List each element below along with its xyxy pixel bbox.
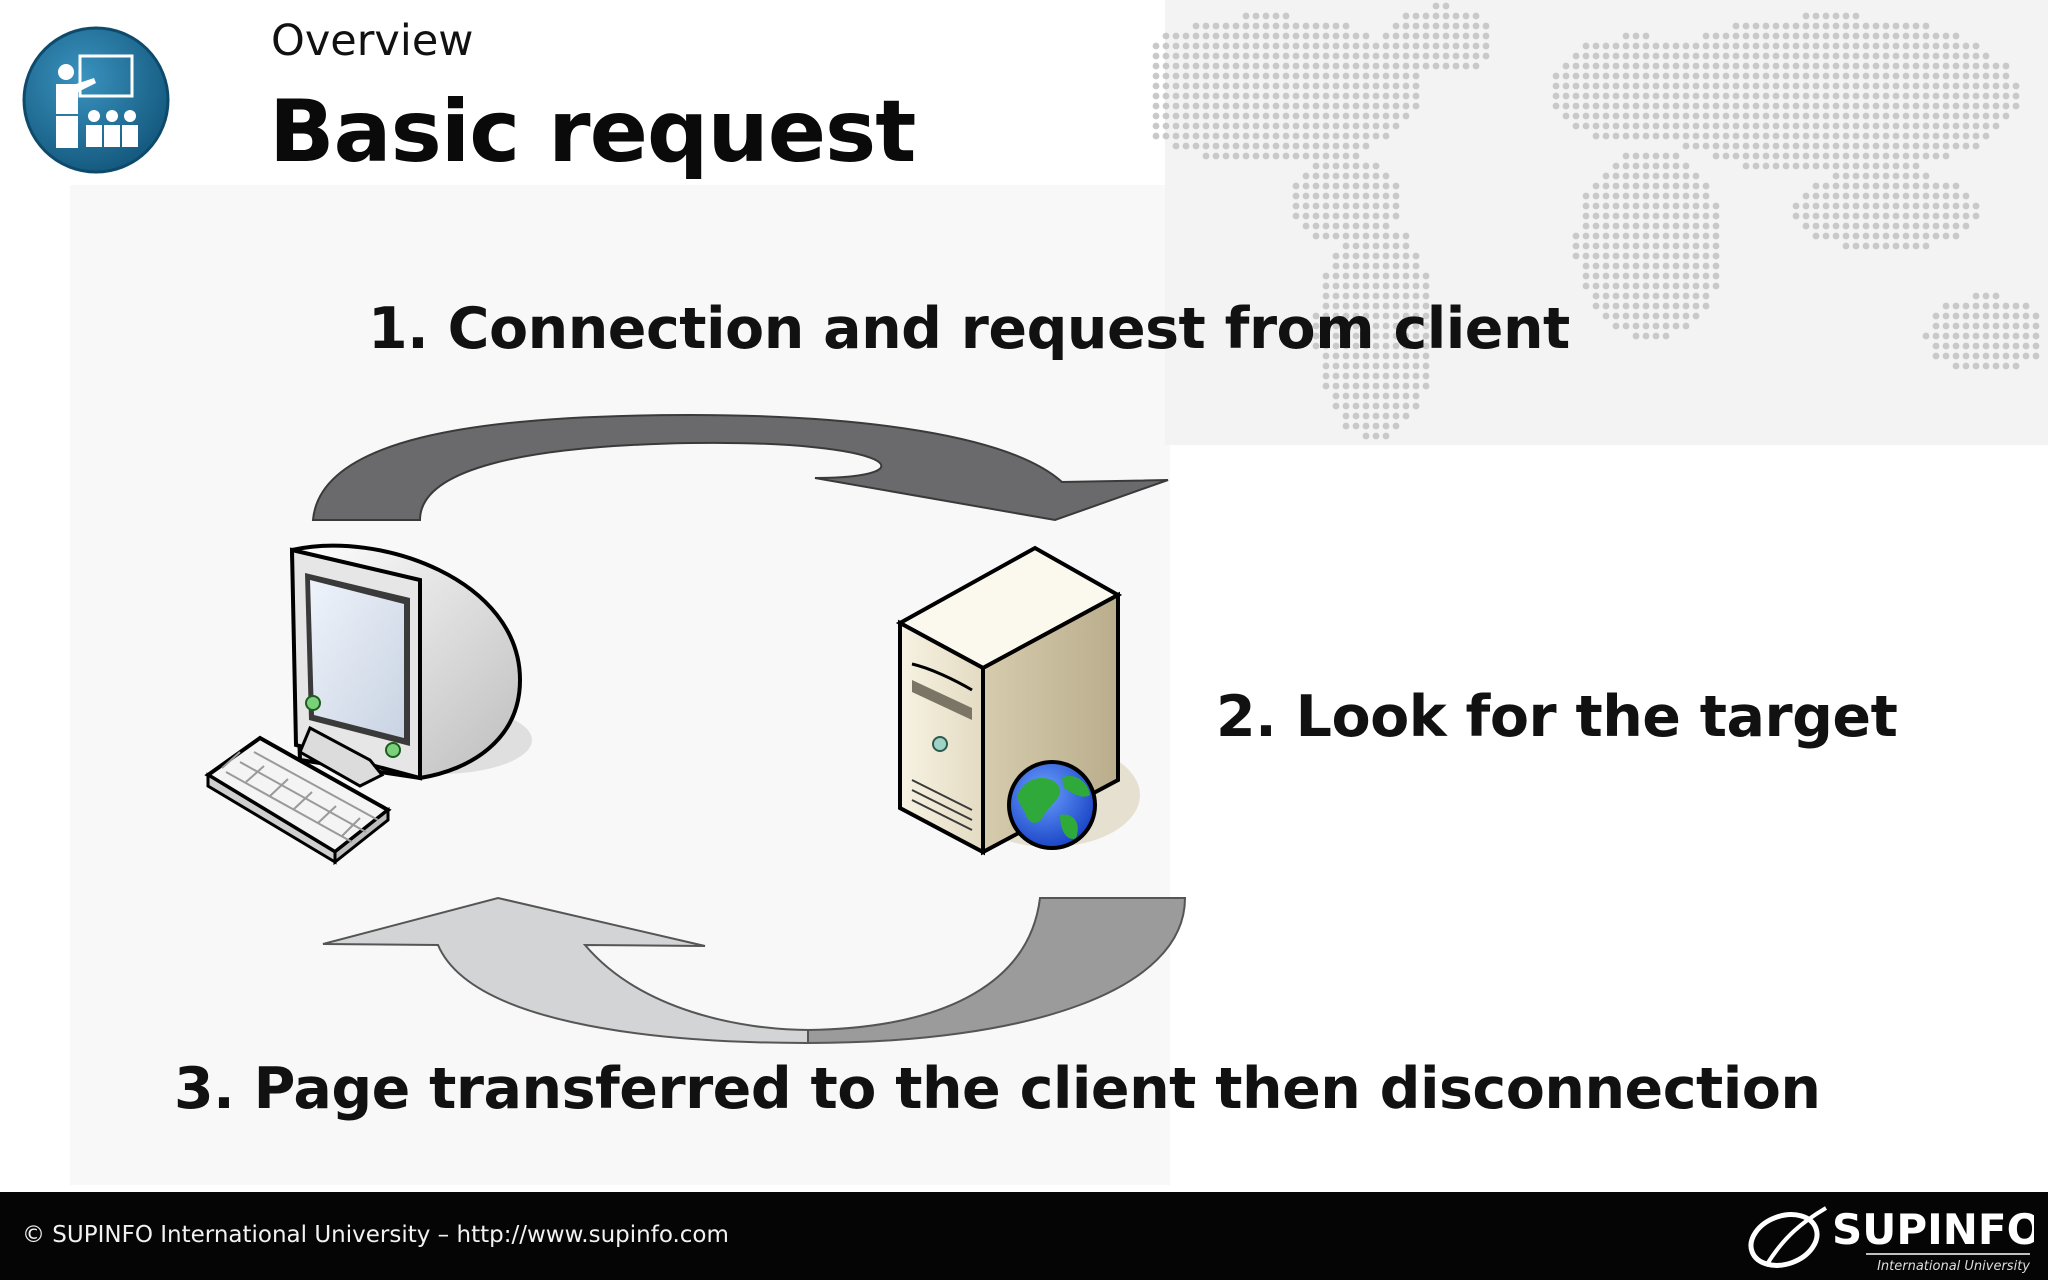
request-arrow — [311, 413, 1169, 522]
response-arrow — [322, 896, 812, 1045]
footer-bar: © SUPINFO International University – htt… — [0, 1192, 2048, 1280]
copyright-text: © SUPINFO International University – htt… — [22, 1222, 729, 1248]
presentation-teacher-icon — [22, 26, 170, 174]
section-label: Overview — [271, 16, 474, 66]
globe-icon — [1007, 760, 1097, 850]
world-map-dots — [1152, 2, 2040, 440]
supinfo-logo: SUPINFO International University — [1748, 1205, 2034, 1274]
slide: Overview Basic request — [22, 0, 2048, 1122]
desktop-computer-icon — [204, 543, 532, 866]
brand-tagline: International University — [1877, 1259, 2030, 1274]
page-title: Basic request — [269, 82, 916, 182]
step-2-label: 2. Look for the target — [1216, 684, 1898, 750]
brand-name: SUPINFO — [1832, 1205, 2034, 1254]
step-1-label: 1. Connection and request from client — [368, 296, 1570, 362]
request-cycle-diagram — [204, 413, 1187, 1045]
response-arrow-tail — [807, 897, 1187, 1045]
web-server-icon — [895, 545, 1140, 856]
step-3-label: 3. Page transferred to the client then d… — [174, 1056, 1821, 1122]
